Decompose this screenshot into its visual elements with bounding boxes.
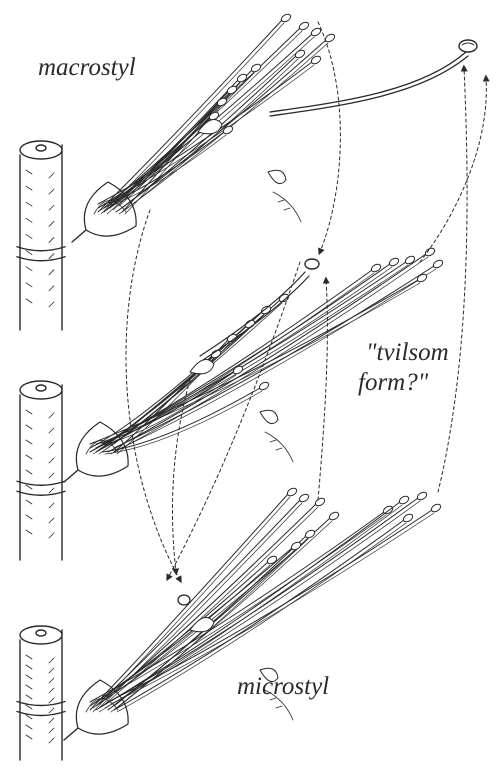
label-microstyl: microstyl bbox=[237, 672, 329, 702]
microstyl-stigma bbox=[178, 595, 190, 605]
stem-segment bbox=[17, 626, 65, 760]
label-tvilsom-line1: "tvilsom bbox=[366, 338, 449, 368]
flower bbox=[64, 487, 442, 740]
label-macrostyl: macrostyl bbox=[38, 53, 136, 83]
stem-segment bbox=[17, 381, 65, 560]
label-tvilsom-line2: form?" bbox=[358, 368, 428, 398]
stem-segment bbox=[17, 141, 65, 330]
flower bbox=[72, 13, 336, 242]
stem-group bbox=[17, 141, 65, 760]
